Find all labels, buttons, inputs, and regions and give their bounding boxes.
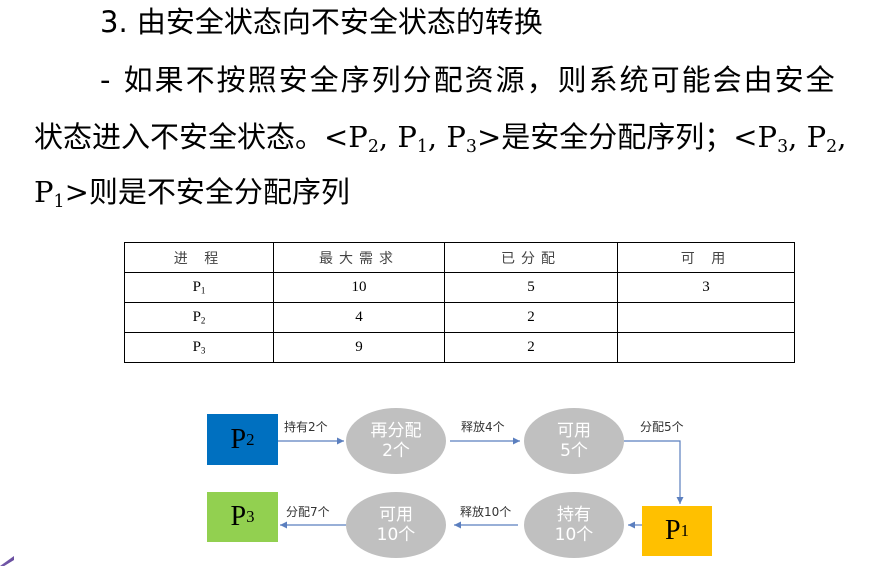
cell-process: P3 xyxy=(124,332,274,363)
paragraph-line-1: - 如果不按照安全序列分配资源，则系统可能会由安全 xyxy=(100,63,837,97)
cell-alloc: 2 xyxy=(444,332,618,363)
header-max-demand: 最大需求 xyxy=(273,242,445,273)
cell-max: 9 xyxy=(273,332,445,363)
cell-max: 4 xyxy=(273,302,445,333)
paragraph-line-3: P1>则是不安全分配序列 xyxy=(34,175,350,213)
cell-avail xyxy=(617,332,795,363)
resource-table: 进 程 最大需求 已分配 可 用 P1 10 5 3 P2 4 2 P3 9 2 xyxy=(124,242,795,363)
edge-label-release-4: 释放4个 xyxy=(461,420,505,434)
table-row: P3 9 2 xyxy=(124,332,795,363)
edge-label-release-10: 释放10个 xyxy=(460,505,512,519)
edge-label-allocate-7: 分配7个 xyxy=(286,505,330,519)
corner-decoration xyxy=(0,556,14,566)
cell-process: P1 xyxy=(124,272,274,303)
edge-label-allocate-5: 分配5个 xyxy=(640,420,684,434)
paragraph-line-2: 状态进入不安全状态。<P2, P1, P3>是安全分配序列；<P3, P2, xyxy=(34,120,847,158)
table-row: P1 10 5 3 xyxy=(124,272,795,303)
cell-max: 10 xyxy=(273,272,445,303)
edge-label-hold-2: 持有2个 xyxy=(284,420,328,434)
cell-avail: 3 xyxy=(617,272,795,303)
section-heading: 3. 由安全状态向不安全状态的转换 xyxy=(100,5,543,39)
